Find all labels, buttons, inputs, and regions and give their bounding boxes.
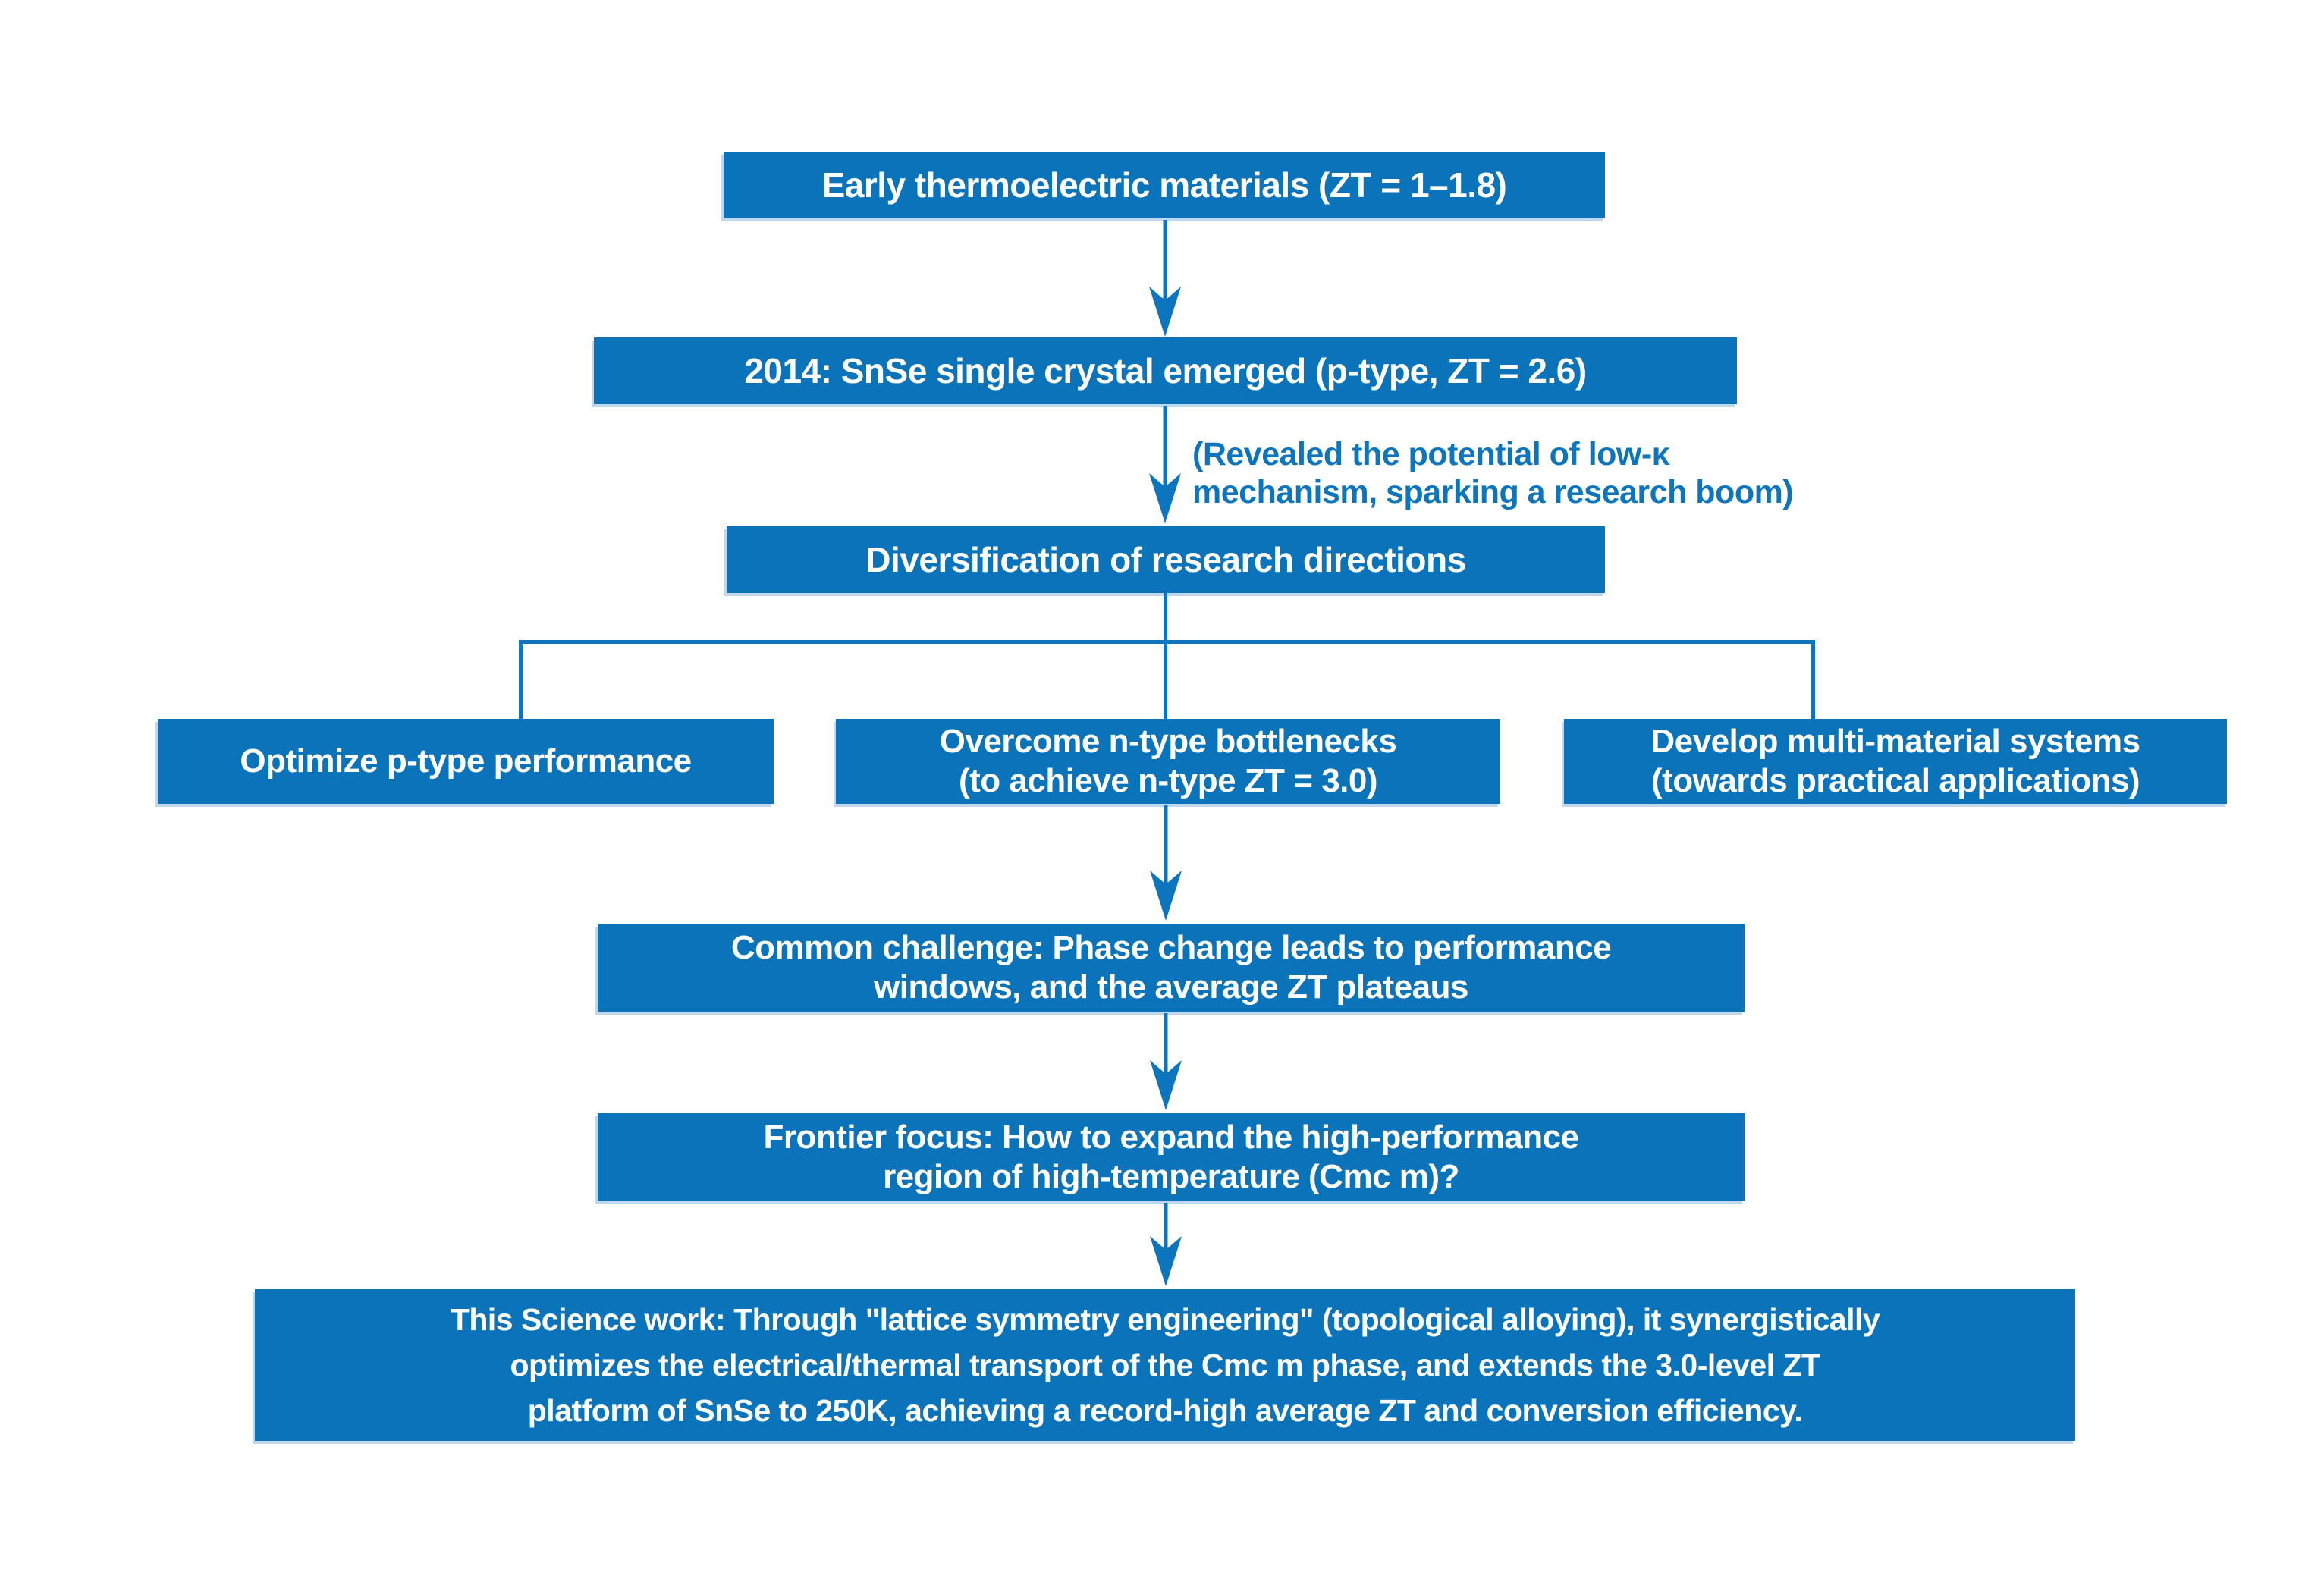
node-overcome-n-type: Overcome n-type bottlenecks (to achieve … [836, 719, 1500, 804]
node-multi-material-line2: (towards practical applications) [1650, 762, 2140, 799]
connector-horizontal-bar [519, 640, 1815, 644]
node-common-challenge-line1: Common challenge: Phase change leads to … [730, 929, 1612, 966]
annotation-low-kappa-line1: (Revealed the potential of low-κ [1192, 436, 1670, 472]
node-early-materials: Early thermoelectric materials (ZT = 1–1… [724, 152, 1605, 218]
node-frontier-focus-line2: region of high-temperature (Cmc m)? [883, 1158, 1459, 1195]
annotation-low-kappa-line2: mechanism, sparking a research boom) [1192, 474, 1794, 510]
arrow-early-to-snse-icon [1149, 220, 1181, 337]
annotation-low-kappa: (Revealed the potential of low-κ mechani… [1192, 435, 1794, 511]
connector-center-stem [1164, 593, 1167, 719]
node-frontier-focus: Frontier focus: How to expand the high-p… [598, 1113, 1745, 1201]
node-optimize-p-type-text: Optimize p-type performance [240, 742, 692, 780]
arrow-branches-to-challenge-icon [1150, 805, 1182, 921]
node-optimize-p-type: Optimize p-type performance [158, 719, 774, 804]
node-common-challenge-line2: windows, and the average ZT plateaus [874, 968, 1468, 1006]
node-multi-material: Develop multi-material systems (towards … [1564, 719, 2227, 804]
node-science-conclusion-line2: optimizes the electrical/thermal transpo… [510, 1348, 1820, 1382]
node-overcome-n-type-line2: (to achieve n-type ZT = 3.0) [958, 762, 1378, 799]
node-science-conclusion-line3: platform of SnSe to 250K, achieving a re… [527, 1393, 1803, 1428]
node-multi-material-line1: Develop multi-material systems [1650, 723, 2140, 760]
node-common-challenge: Common challenge: Phase change leads to … [598, 924, 1745, 1012]
node-diversification: Diversification of research directions [727, 526, 1605, 593]
node-early-materials-text: Early thermoelectric materials (ZT = 1–1… [821, 165, 1507, 205]
connector-right-drop [1811, 640, 1815, 719]
arrow-frontier-to-conclusion-icon [1150, 1203, 1182, 1286]
connector-left-drop [519, 640, 523, 719]
arrow-challenge-to-frontier-icon [1150, 1013, 1182, 1110]
node-snse-2014-text: 2014: SnSe single crystal emerged (p-typ… [744, 351, 1587, 391]
node-snse-2014: 2014: SnSe single crystal emerged (p-typ… [594, 337, 1737, 404]
arrow-snse-to-diversification-icon [1149, 406, 1181, 523]
node-diversification-text: Diversification of research directions [865, 540, 1466, 579]
node-frontier-focus-line1: Frontier focus: How to expand the high-p… [763, 1119, 1579, 1156]
node-science-conclusion: This Science work: Through "lattice symm… [255, 1289, 2075, 1441]
node-overcome-n-type-line1: Overcome n-type bottlenecks [939, 723, 1397, 760]
node-science-conclusion-line1: This Science work: Through "lattice symm… [450, 1302, 1880, 1337]
